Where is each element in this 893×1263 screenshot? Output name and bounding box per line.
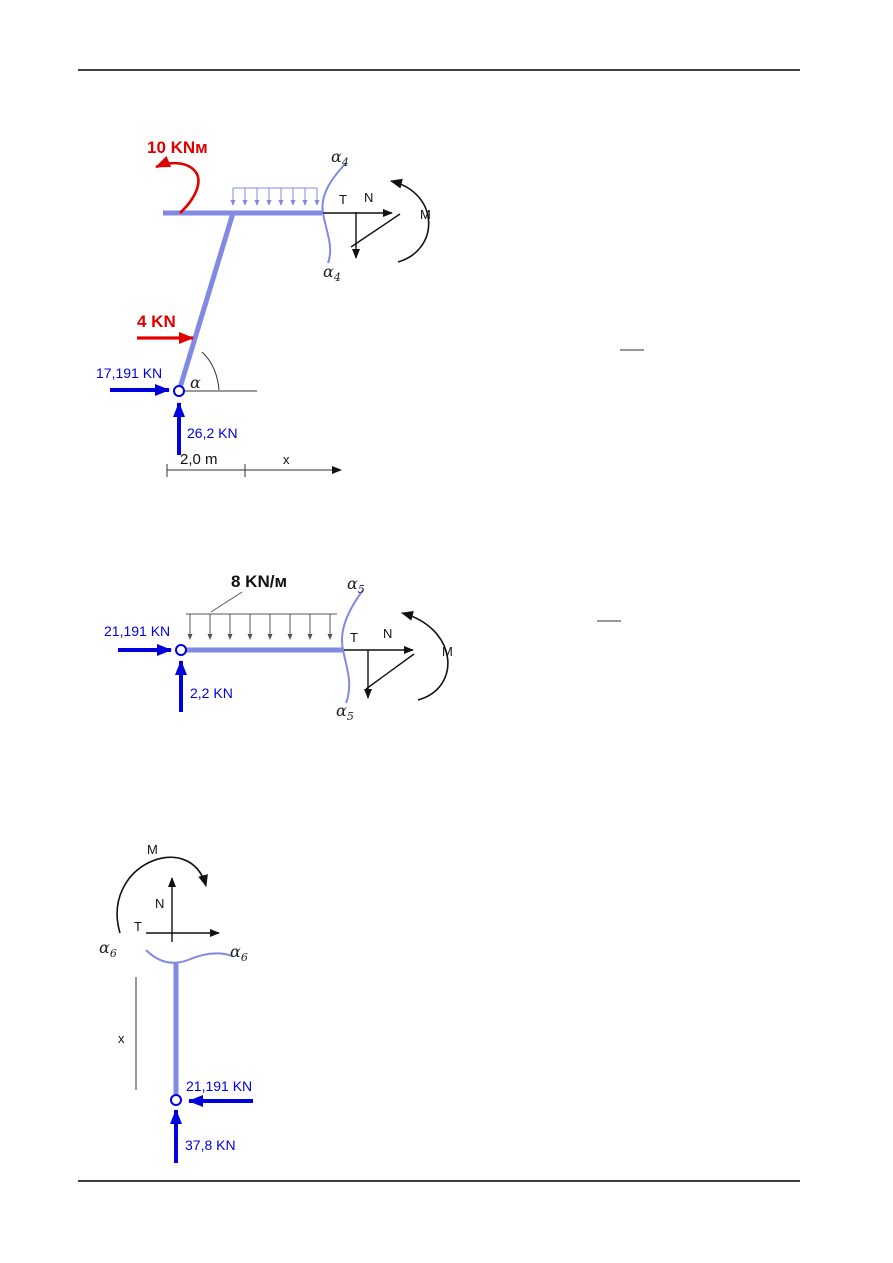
- section-label-bottom: α5: [336, 701, 354, 723]
- inclined-member: [176, 212, 236, 392]
- internal-moment-arc: [116, 856, 208, 934]
- section-label-top: α5: [347, 574, 365, 596]
- horizontal-reaction-label: 17,191 KN: [96, 365, 162, 381]
- distributed-load: [186, 613, 337, 640]
- internal-moment-arc: [390, 178, 430, 263]
- alpha-sub: 6: [241, 951, 248, 964]
- load-leader-line: [210, 591, 243, 613]
- alpha-symbol: α: [331, 147, 342, 166]
- shear-label: T: [350, 630, 358, 645]
- pin-support: [173, 385, 185, 397]
- alpha-symbol: α: [99, 938, 110, 957]
- pin-support: [170, 1094, 182, 1106]
- alpha-sub: 4: [333, 271, 341, 284]
- alpha-symbol: α: [323, 262, 334, 281]
- internal-moment-arc: [401, 611, 449, 701]
- alpha-sub: 5: [358, 583, 365, 596]
- diagram-beam-cut5: 8 KN/м α5 α5 T N M 21,191 KN 2,2 KN: [104, 572, 621, 723]
- section-label-bottom: α4: [323, 262, 341, 284]
- vertical-reaction-label: 26,2 KN: [187, 425, 238, 441]
- oblique-line: [350, 213, 401, 248]
- horizontal-force-label: 21,191 KN: [186, 1078, 252, 1094]
- section-cut-wave: [145, 949, 233, 964]
- alpha-sub: 6: [110, 947, 117, 960]
- diagram-frame-cut4: 10 KNм α4 α4 T N M 4 KN 17,191 KN 26,2 K…: [96, 138, 644, 477]
- alpha-sub: 5: [347, 710, 354, 723]
- oblique-line: [365, 653, 415, 690]
- moment-label: M: [442, 644, 453, 659]
- angle-arc: [201, 351, 220, 391]
- normal-label: N: [383, 626, 392, 641]
- angle-label: α: [190, 373, 201, 392]
- dimension-label: 2,0 m: [180, 451, 218, 468]
- normal-label: N: [364, 190, 373, 205]
- applied-moment-label: 10 KNм: [147, 138, 208, 157]
- alpha-symbol: α: [336, 701, 347, 720]
- normal-label: N: [155, 896, 164, 911]
- section-cut-wave: [341, 589, 364, 704]
- diagram-column-cut6: M N T α6 α6 x 21,191 KN 37,8 KN: [99, 842, 253, 1163]
- vertical-reaction-label: 2,2 KN: [190, 685, 233, 701]
- distributed-load: [230, 187, 320, 206]
- alpha-sub: 4: [341, 156, 349, 169]
- alpha-symbol: α: [347, 574, 358, 593]
- moment-label: M: [420, 207, 431, 222]
- vertical-reaction-label: 37,8 KN: [185, 1137, 236, 1153]
- applied-moment-arrow: [155, 155, 200, 214]
- alpha-symbol: α: [230, 942, 241, 961]
- shear-label: T: [339, 192, 347, 207]
- axis-label: x: [283, 452, 290, 467]
- applied-force-label: 4 KN: [137, 312, 176, 331]
- distributed-load-label: 8 KN/м: [231, 572, 287, 591]
- axis-label: x: [118, 1031, 125, 1046]
- shear-label: T: [134, 919, 142, 934]
- pin-support: [175, 644, 187, 656]
- section-label-right: α6: [230, 942, 248, 964]
- moment-label: M: [147, 842, 158, 857]
- horizontal-reaction-label: 21,191 KN: [104, 623, 170, 639]
- section-label-left: α6: [99, 938, 117, 960]
- section-label-top: α4: [331, 147, 349, 169]
